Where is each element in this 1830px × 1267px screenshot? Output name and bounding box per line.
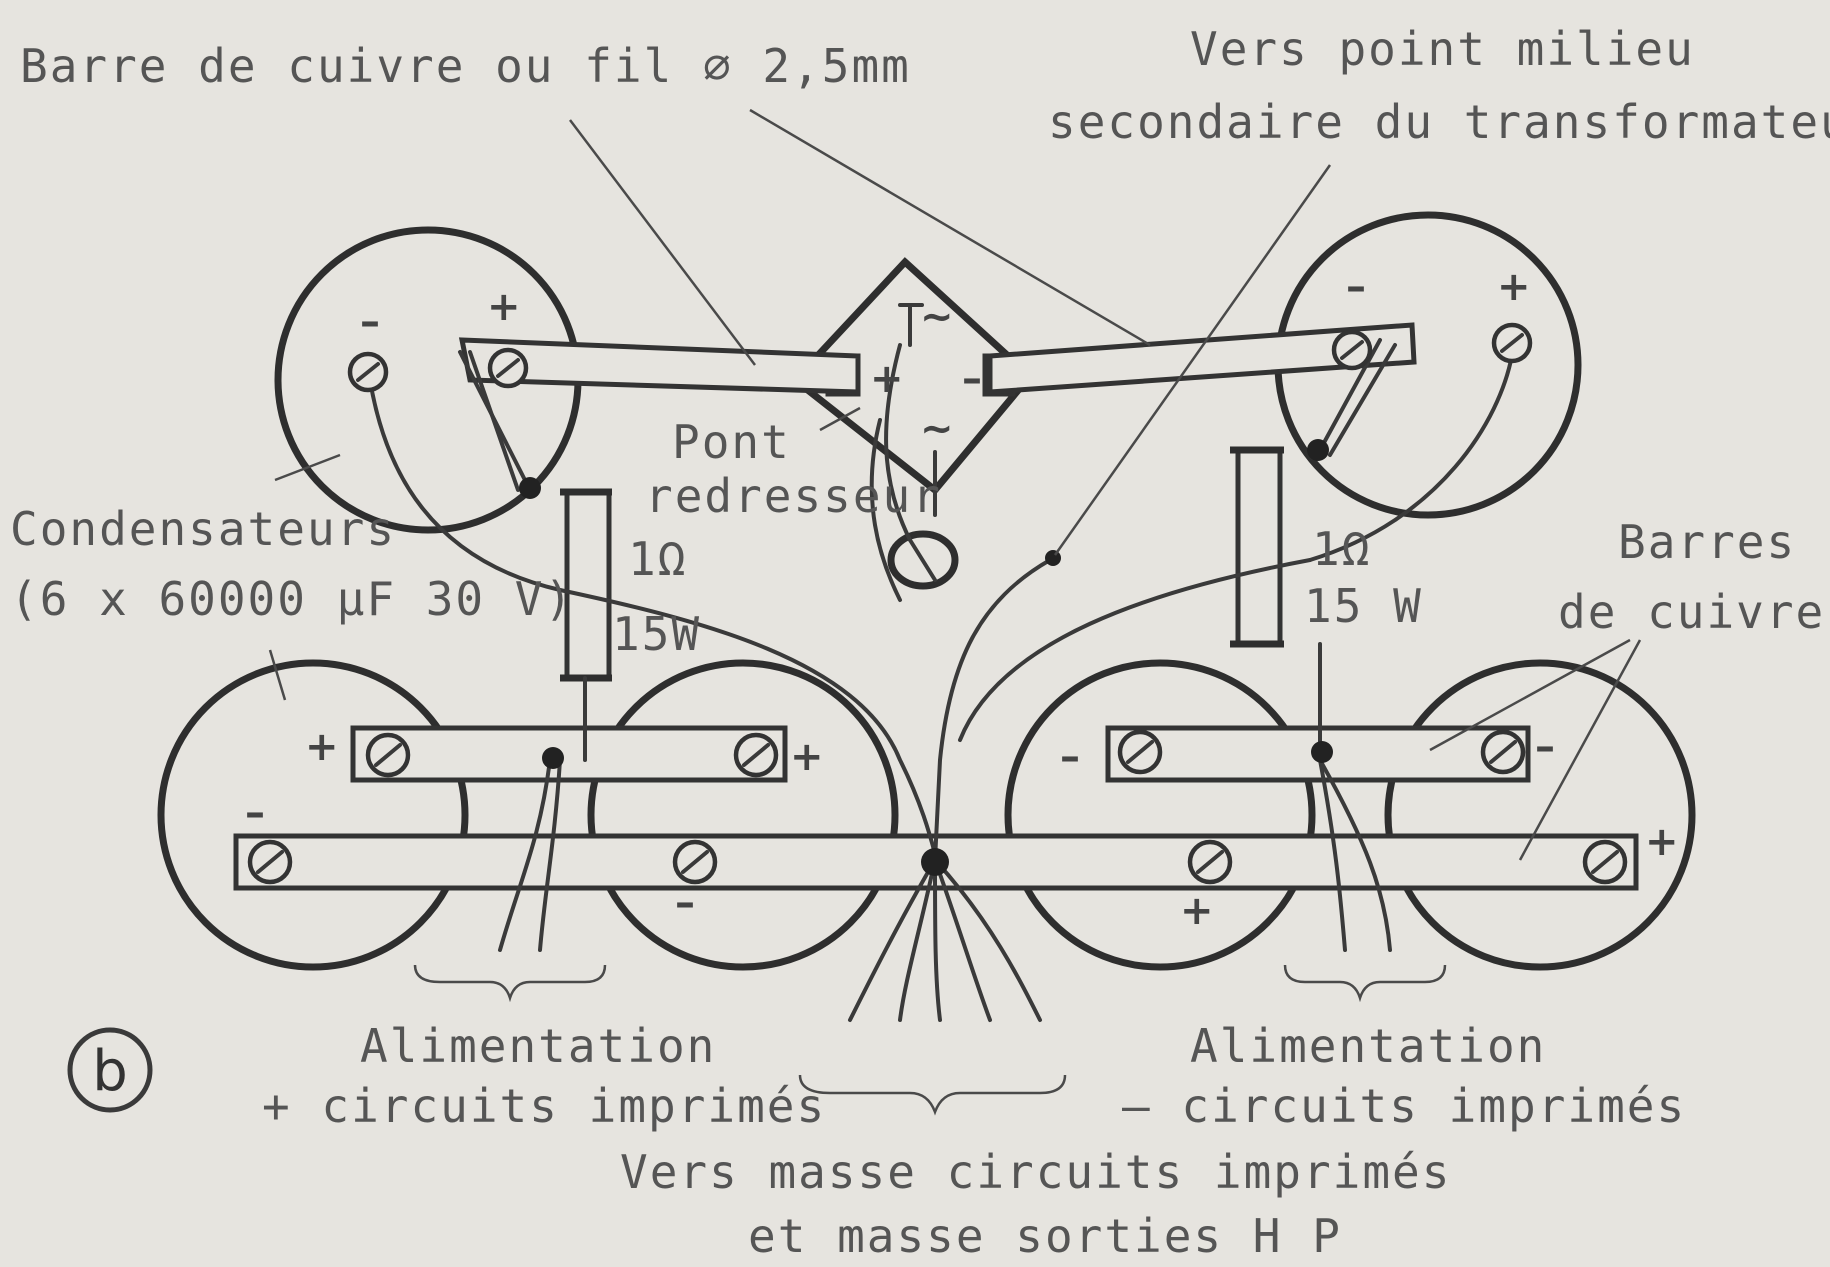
sign-minus: –: [1060, 734, 1080, 780]
label-res-right-power: 15 W: [1304, 579, 1423, 633]
sign-minus: –: [360, 299, 380, 345]
label-copper-bar: Barre de cuivre ou fil ⌀ 2,5mm: [20, 39, 911, 93]
label-supply-pos-line2: + circuits imprimés: [262, 1079, 826, 1133]
figure-mark: b: [67, 1027, 153, 1113]
sign-plus: +: [790, 734, 824, 780]
screw-terminals: [247, 322, 1628, 885]
label-bridge-line1: Pont: [672, 415, 791, 469]
braces: [413, 964, 1447, 1116]
capacitor-bottom-1: [157, 659, 469, 971]
label-capacitors-line2: (6 x 60000 μF 30 V): [10, 572, 574, 626]
label-res-left-value: 1Ω: [628, 532, 687, 586]
sign-minus: –: [962, 356, 982, 402]
sign-minus: –: [1535, 724, 1555, 770]
sign-minus: –: [245, 790, 265, 836]
sign-minus: –: [675, 880, 695, 926]
label-res-left-power: 15W: [612, 607, 701, 661]
sign-plus: +: [305, 724, 339, 770]
sign-plus: +: [870, 356, 904, 402]
label-supply-pos-line1: Alimentation: [360, 1019, 716, 1073]
sign-ac: ~: [920, 294, 954, 340]
resistor-right: [1235, 447, 1283, 647]
resistors: [560, 446, 1284, 682]
capacitor-bottom-2: [587, 659, 899, 971]
sign-plus: +: [1497, 264, 1531, 310]
capacitors: [157, 211, 1696, 971]
figure-mark-letter: b: [92, 1039, 128, 1104]
capacitor-bottom-3: [1004, 659, 1316, 971]
labels: Barre de cuivre ou fil ⌀ 2,5mm Vers poin…: [10, 22, 1830, 1263]
polarity-signs: – + – + + – ~ ~ + + – – – – + +: [245, 264, 1679, 934]
sign-plus: +: [1180, 888, 1214, 934]
sign-minus: –: [1346, 264, 1366, 310]
label-ground-line1: Vers masse circuits imprimés: [620, 1145, 1451, 1199]
wires: [368, 338, 1514, 1022]
label-bars-line2: de cuivre: [1558, 585, 1825, 639]
label-capacitors-line1: Condensateurs: [10, 502, 396, 556]
top-copper-bars: [458, 322, 1417, 395]
sign-ac: ~: [920, 406, 954, 452]
label-ground-line2: et masse sorties H P: [748, 1209, 1342, 1263]
label-midpoint-line2: secondaire du transformateur: [1048, 95, 1830, 149]
label-res-right-value: 1Ω: [1312, 522, 1371, 576]
label-midpoint-line1: Vers point milieu: [1190, 22, 1695, 76]
resistor-left: [564, 489, 612, 681]
leader-lines: [268, 108, 1642, 861]
sign-plus: +: [1645, 819, 1679, 865]
label-bridge-line2: redresseur: [645, 469, 942, 523]
label-bars-line1: Barres: [1618, 515, 1796, 569]
capacitor-bottom-4: [1384, 659, 1696, 971]
label-supply-neg-line1: Alimentation: [1190, 1019, 1546, 1073]
label-supply-neg-line2: – circuits imprimés: [1122, 1079, 1686, 1133]
sign-plus: +: [487, 284, 521, 330]
